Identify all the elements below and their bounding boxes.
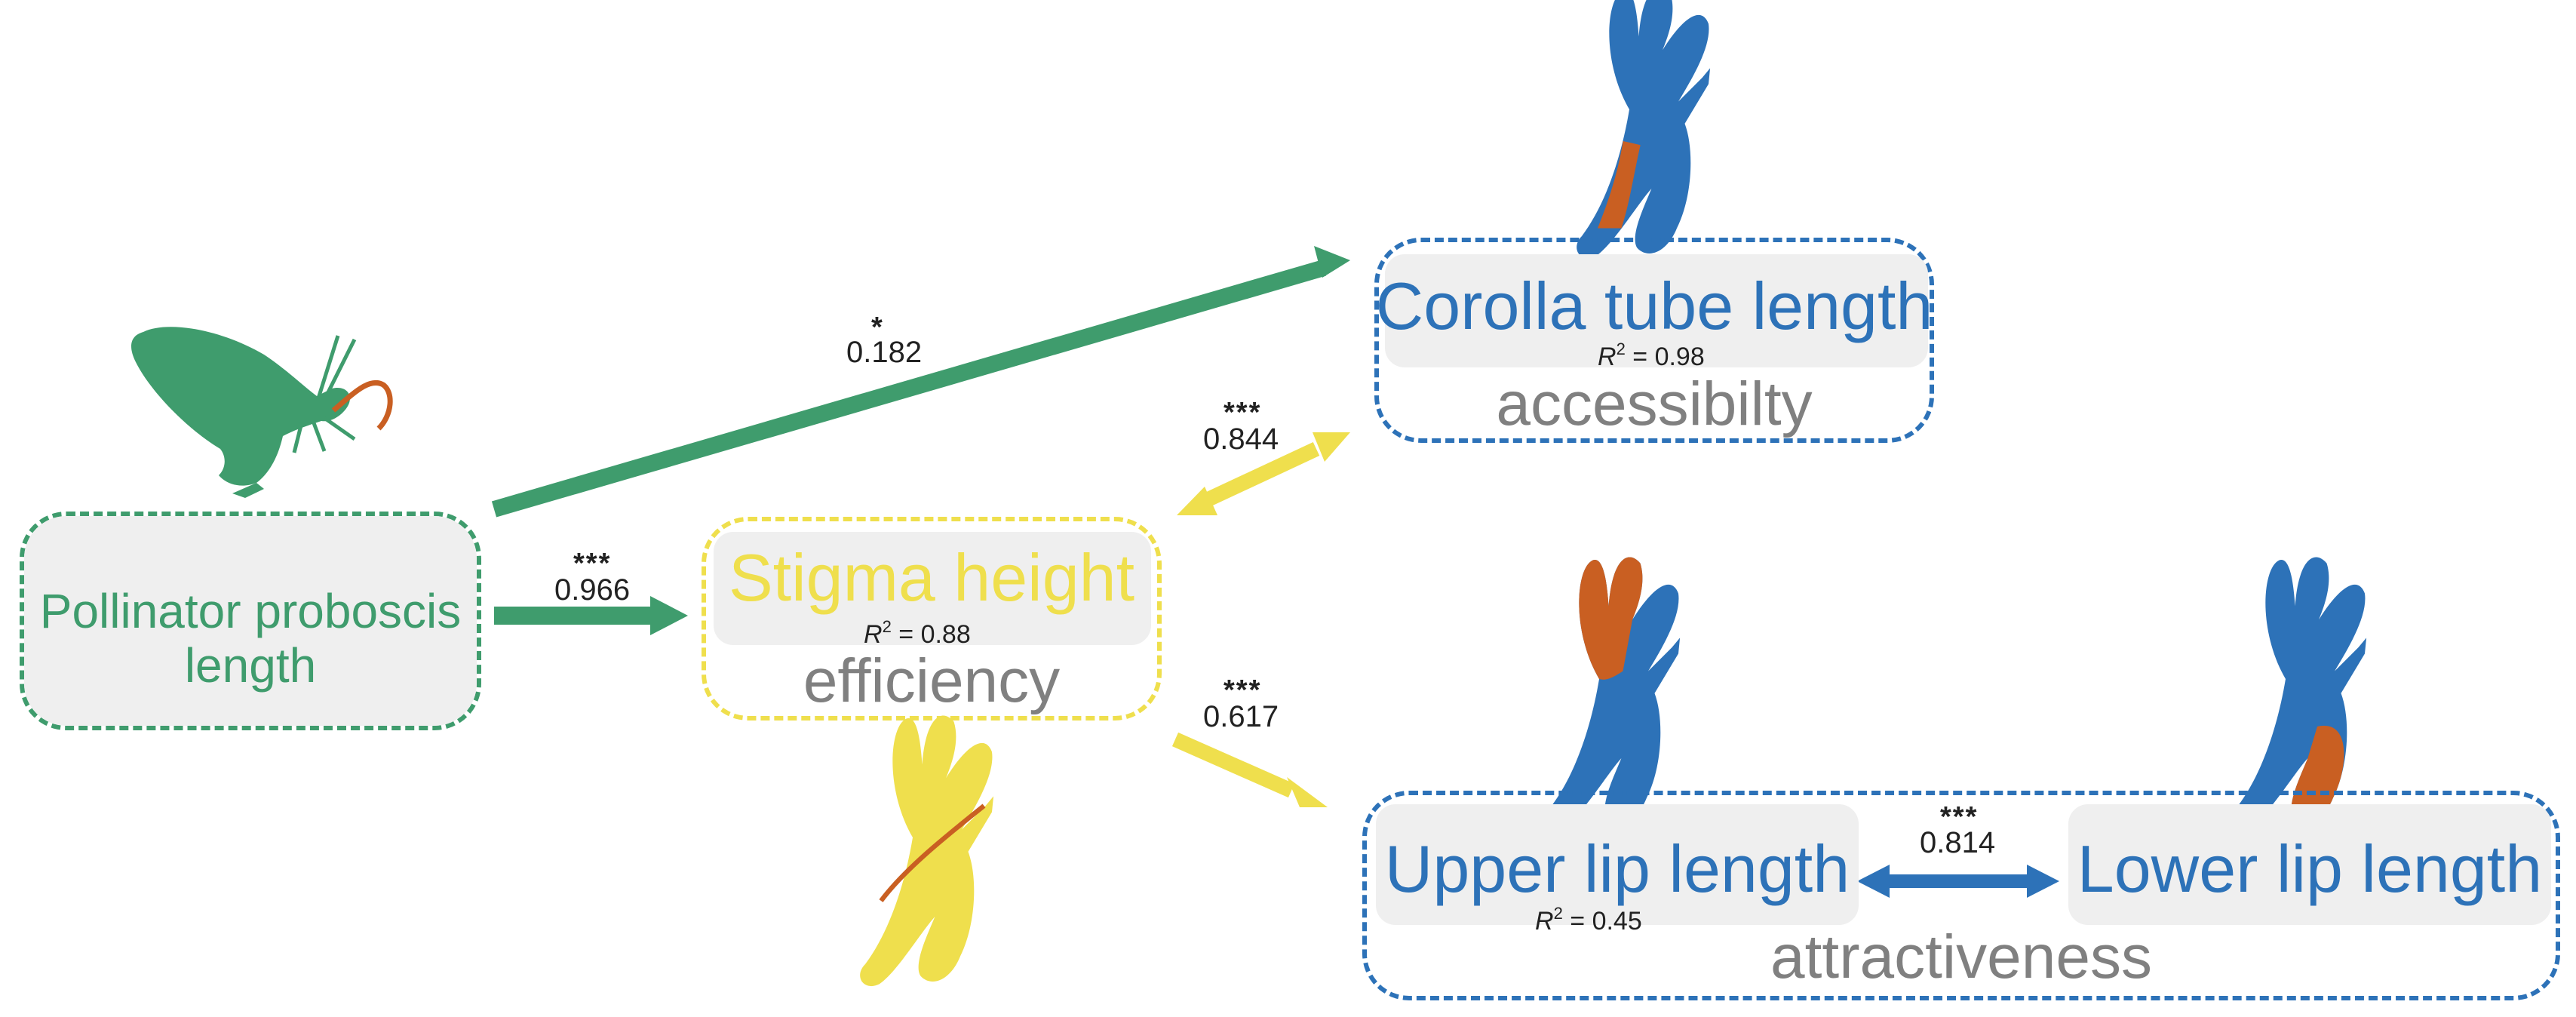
flower-lower-lip-icon (2233, 557, 2367, 828)
stigma-r2: R2 = 0.88 (864, 617, 971, 649)
node-proboscis (20, 512, 481, 730)
upper-lip-r2: R2 = 0.45 (1535, 904, 1642, 936)
edge-coef-upper-lower: 0.814 (1920, 826, 1996, 859)
node-stigma (702, 517, 1162, 721)
edge-sig-proboscis-stigma: *** (573, 548, 612, 579)
edge-coef-stigma-corolla: 0.844 (1203, 422, 1279, 456)
corolla-category: accessibilty (1496, 370, 1813, 438)
lower-lip-label: Lower lip length (2077, 831, 2543, 906)
attractiveness-category: attractiveness (1770, 923, 2152, 991)
flower-stigma-icon (860, 715, 994, 987)
edge-sig-upper-lower: *** (1940, 801, 1979, 833)
node-corolla (1374, 238, 1934, 443)
edge-sig-stigma-lips: *** (1224, 674, 1262, 706)
proboscis-label-line2: length (184, 638, 317, 693)
corolla-r2: R2 = 0.98 (1598, 340, 1705, 371)
edge-sig-proboscis-corolla: * (871, 312, 884, 343)
node-attractiveness (1362, 791, 2560, 1000)
arrow-upper-lower-lip (1857, 865, 2059, 898)
edge-coef-proboscis-corolla: 0.182 (846, 336, 923, 369)
proboscis-label-line1: Pollinator proboscis (39, 584, 462, 638)
arrow-proboscis-to-stigma (494, 596, 688, 635)
flower-corolla-tube-icon (1577, 0, 1711, 259)
arrow-stigma-corolla (1177, 432, 1350, 515)
hawkmoth-icon (131, 327, 393, 498)
edge-coef-stigma-lips: 0.617 (1203, 700, 1279, 733)
stigma-label: Stigma height (728, 540, 1135, 615)
edge-coef-proboscis-stigma: 0.966 (554, 573, 631, 607)
stigma-category: efficiency (803, 647, 1061, 715)
flower-upper-lip-icon (1546, 557, 1681, 828)
corolla-label: Corolla tube length (1375, 269, 1933, 343)
edge-sig-stigma-corolla: *** (1224, 397, 1262, 429)
arrow-stigma-to-lips (1171, 732, 1328, 807)
upper-lip-label: Upper lip length (1384, 831, 1850, 906)
arrow-proboscis-to-corolla (491, 246, 1350, 518)
